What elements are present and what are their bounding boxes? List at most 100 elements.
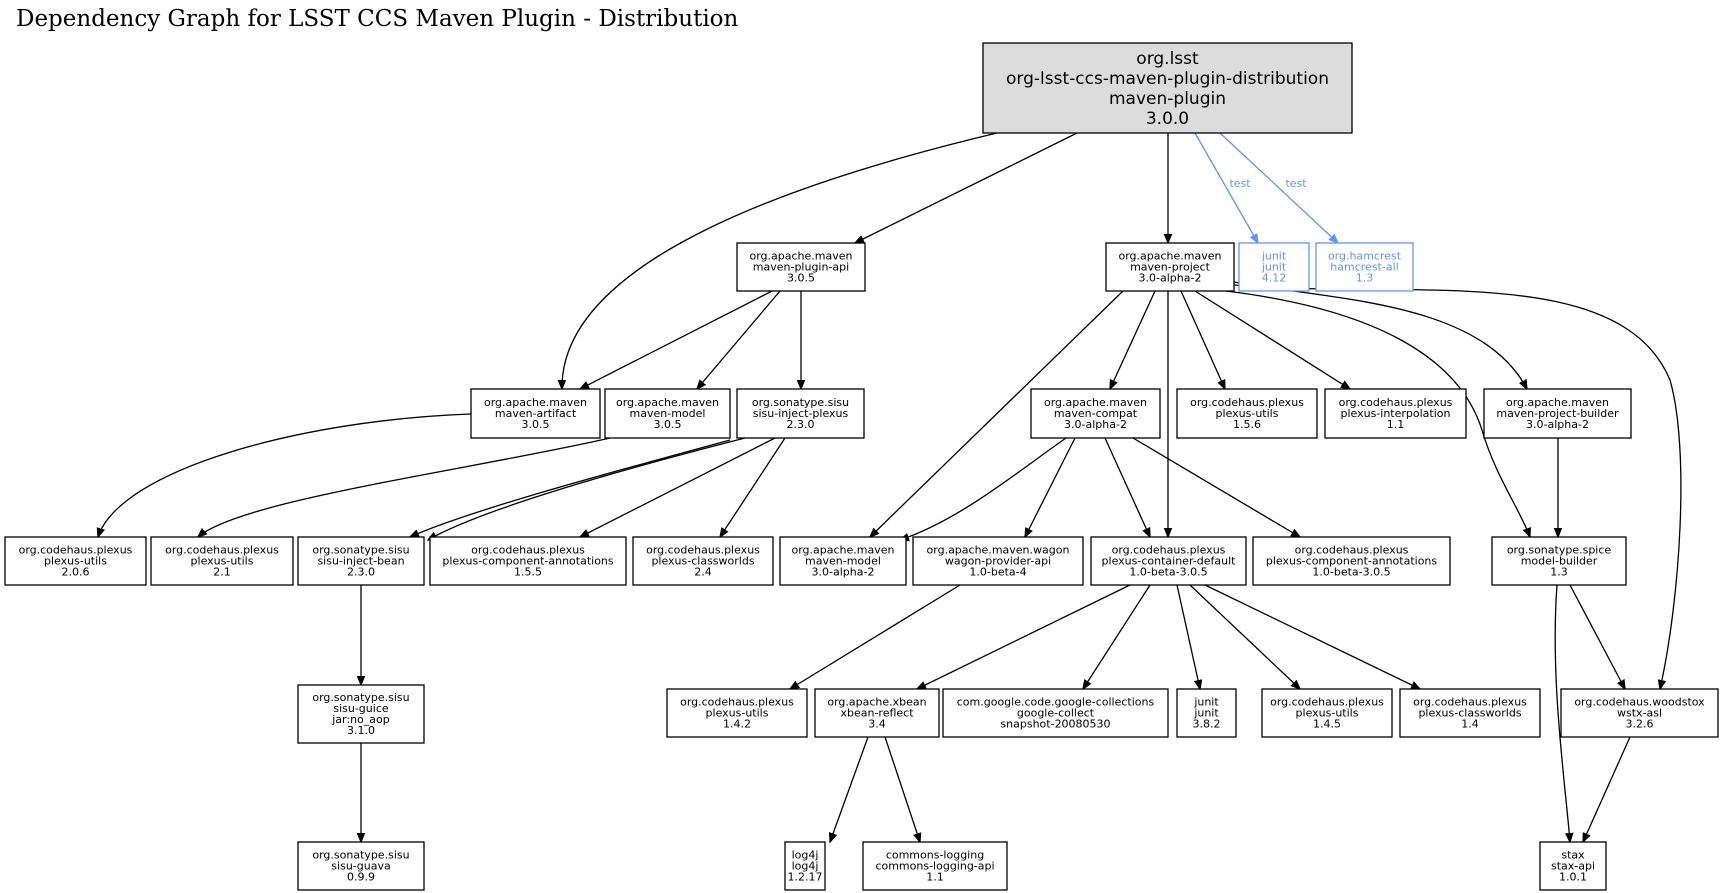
edge-wstx-to-stax	[1583, 736, 1631, 842]
node-box	[1176, 388, 1318, 439]
node-label-line: 1.0-beta-3.0.5	[1312, 565, 1390, 578]
node-label-line: plexus-utils	[1216, 407, 1279, 420]
node-box	[297, 536, 425, 586]
node-box	[1261, 688, 1393, 738]
node-box	[1399, 688, 1541, 738]
node-box	[779, 536, 907, 586]
node-box	[736, 388, 865, 439]
node-label-line: org.codehaus.plexus	[471, 543, 585, 556]
graph-title: Dependency Graph for LSST CCS Maven Plug…	[16, 6, 739, 32]
edge-plugin-api-to-maven-model305	[697, 290, 781, 389]
node-label-line: jar:no_aop	[331, 713, 390, 726]
edge-container-to-junit382	[1176, 584, 1200, 689]
node-label-line: 1.5.5	[514, 565, 542, 578]
node-label-line: maven-model	[630, 407, 706, 420]
node-sisu-guice: org.sonatype.sisusisu-guicejar:no_aop3.1…	[297, 684, 425, 744]
node-label-line: org.codehaus.plexus	[1339, 396, 1453, 409]
node-box	[1483, 388, 1632, 439]
node-label-line: 4.12	[1262, 271, 1287, 284]
edges-layer: test test	[98, 132, 1682, 842]
node-label-line: google-collect	[1017, 706, 1095, 719]
node-label-line: 2.3.0	[347, 565, 375, 578]
node-box	[1324, 388, 1467, 439]
node-box	[470, 388, 601, 439]
edge-sisu-inject-plexus-to-sisu-inject-bean	[428, 437, 746, 540]
node-plexus-interp: org.codehaus.plexusplexus-interpolation1…	[1324, 388, 1467, 439]
node-label-line: org.sonatype.spice	[1507, 543, 1612, 556]
edge-model-builder-to-wstx	[1569, 584, 1625, 689]
node-label-line: sisu-inject-bean	[317, 554, 404, 567]
edge-xbean-to-log4j	[830, 736, 869, 842]
edge-model-builder-to-stax	[1554, 584, 1570, 842]
node-label-line: plexus-utils	[706, 706, 769, 719]
node-label-line: org.sonatype.sisu	[312, 848, 409, 861]
nodes-layer: org.lsstorg-lsst-ccs-maven-plugin-distri…	[4, 42, 1719, 891]
node-label-line: org.apache.maven	[484, 396, 587, 409]
node-label-line: sisu-inject-plexus	[753, 407, 849, 420]
node-label-line: commons-logging-api	[875, 859, 994, 872]
node-label-line: log4j	[792, 859, 819, 872]
node-google-collect: com.google.code.google-collectionsgoogle…	[942, 688, 1169, 738]
node-label-line: sisu-guava	[331, 859, 390, 872]
node-label-line: org.sonatype.sisu	[312, 691, 409, 704]
edge-label: test	[1285, 177, 1307, 190]
node-label-line: org-lsst-ccs-maven-plugin-distribution	[1006, 69, 1329, 89]
node-label-line: plexus-utils	[44, 554, 107, 567]
node-label-line: 1.3	[1356, 271, 1374, 284]
node-label-line: 3.4	[868, 717, 886, 730]
node-box	[604, 388, 731, 439]
node-label-line: maven-plugin-api	[753, 260, 849, 273]
node-box	[982, 42, 1353, 134]
node-label-line: org.codehaus.plexus	[1295, 543, 1409, 556]
node-box	[942, 688, 1169, 738]
node-label-line: org.codehaus.plexus	[19, 543, 133, 556]
node-label-line: plexus-interpolation	[1340, 407, 1450, 420]
edge-plugin-api-to-maven-artifact	[580, 290, 773, 389]
node-box	[1105, 242, 1235, 292]
node-label-line: org.sonatype.sisu	[752, 396, 849, 409]
node-box	[150, 536, 294, 586]
node-box	[297, 841, 425, 891]
node-box	[297, 684, 425, 744]
edge-maven-compat-to-container	[1104, 437, 1150, 537]
node-label-line: 1.4	[1461, 717, 1479, 730]
node-label-line: org.codehaus.plexus	[165, 543, 279, 556]
node-label-line: 3.0-alpha-2	[812, 565, 875, 578]
node-label-line: org.lsst	[1136, 49, 1199, 69]
node-label-line: org.apache.xbean	[827, 695, 926, 708]
edge-label: test	[1229, 177, 1251, 190]
node-label-line: org.apache.maven.wagon	[927, 543, 1070, 556]
node-label-line: maven-project-builder	[1496, 407, 1619, 420]
edge-maven-project-to-plexus-interp	[1194, 290, 1350, 389]
node-container: org.codehaus.plexusplexus-container-defa…	[1090, 536, 1247, 586]
node-box	[814, 688, 940, 738]
node-label-line: 1.0-beta-3.0.5	[1129, 565, 1207, 578]
node-label-line: 3.0-alpha-2	[1526, 418, 1589, 431]
node-label-line: org.apache.maven	[616, 396, 719, 409]
edge-maven-model305-to-plexus-utils21	[198, 437, 611, 537]
node-label-line: 3.0.5	[654, 418, 682, 431]
node-box	[1090, 536, 1247, 586]
node-label-line: 1.5.6	[1233, 418, 1261, 431]
node-label-line: maven-plugin	[1109, 89, 1226, 109]
node-label-line: 1.4.5	[1313, 717, 1341, 730]
edge-sisu-inject-plexus-to-pca155	[580, 437, 776, 537]
node-label-line: org.apache.maven	[1119, 249, 1222, 262]
